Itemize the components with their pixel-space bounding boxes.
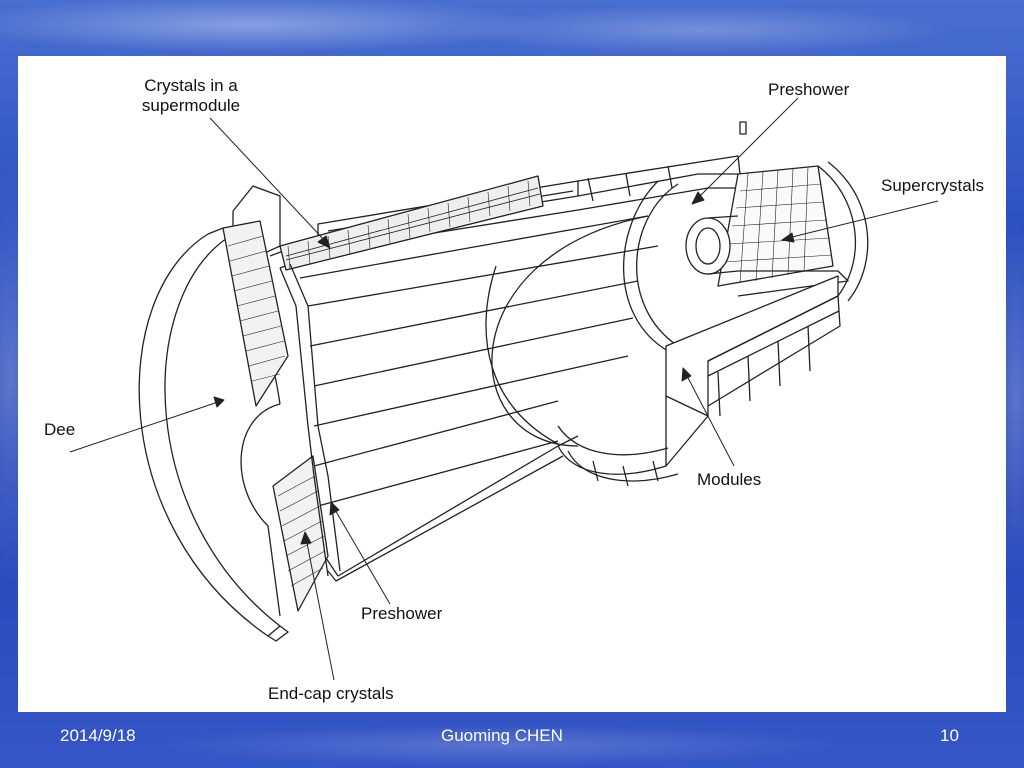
label-preshower-top: Preshower [768,80,850,99]
barrel-body [269,121,747,582]
label-crystals-supermodule-line1: Crystals in a [144,76,238,95]
leader-lines [69,97,939,681]
diagram-panel: Crystals in a supermodule Preshower Supe… [18,56,1006,712]
footer-date: 2014/9/18 [60,726,136,745]
right-endcap [623,161,869,352]
label-crystals-supermodule-line2: supermodule [141,96,241,115]
label-crystals-supermodule: Crystals in a supermodule [126,76,256,116]
label-preshower-bottom: Preshower [361,604,443,623]
label-modules: Modules [697,470,762,489]
label-dee: Dee [44,420,76,439]
footer-author: Guoming CHEN [441,726,563,745]
footer-page-number: 10 [940,726,959,745]
label-endcap-crystals: End-cap crystals [268,684,394,703]
supermodule-crystals [232,175,544,271]
calorimeter-diagram [69,97,939,681]
modules [557,275,841,487]
dee-endcap [138,220,341,642]
label-supercrystals: Supercrystals [881,176,984,195]
